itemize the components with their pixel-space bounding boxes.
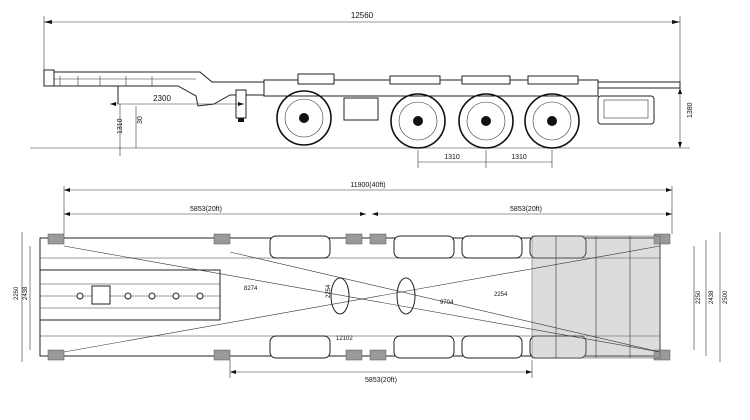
axle-mount-4 bbox=[527, 75, 579, 85]
axle-mount-3 bbox=[461, 75, 511, 85]
rear-width-1: 2250 bbox=[696, 290, 702, 304]
inner-label-2: 2254 bbox=[494, 292, 508, 298]
plan-overall-length: 11900(40ft) bbox=[350, 182, 385, 189]
wheel-3 bbox=[458, 93, 514, 149]
kingpin-plate bbox=[91, 285, 111, 305]
twistlock-rear-top bbox=[653, 233, 671, 245]
twistlock-mid1-top bbox=[213, 233, 231, 245]
oval-2 bbox=[396, 277, 416, 315]
twistlock-front-bottom bbox=[47, 349, 65, 361]
overall-length-dimension: 12560 bbox=[43, 11, 681, 84]
axle-mount-1 bbox=[297, 73, 335, 85]
twistlock-front-top bbox=[47, 233, 65, 245]
wheel-1 bbox=[276, 90, 332, 146]
plan-view: 11900(40ft) 5853(20ft) 5853(20ft) bbox=[14, 182, 729, 384]
twistlock-mid2-bottom bbox=[345, 349, 363, 361]
twistlock-mid3-bottom bbox=[369, 349, 387, 361]
plan-right-segment: 5853(20ft) bbox=[510, 206, 542, 213]
rear-width-2: 2438 bbox=[709, 290, 715, 304]
plan-wheels bbox=[269, 235, 587, 359]
axle-spacing-1: 1310 bbox=[444, 154, 460, 161]
diagonal-3 bbox=[229, 251, 661, 353]
front-width-1: 2250 bbox=[14, 286, 20, 300]
side-left-label: 1310 bbox=[117, 118, 124, 134]
diag-label-2: 9704 bbox=[440, 300, 454, 306]
diag-label-3: 12102 bbox=[336, 336, 353, 342]
diag-label-1: 8274 bbox=[244, 286, 258, 292]
front-segment-label: 2300 bbox=[153, 94, 171, 103]
front-bolster bbox=[43, 69, 55, 87]
axle-spacing-2: 1310 bbox=[511, 154, 527, 161]
oval-1 bbox=[330, 277, 350, 315]
side-view: 12560 2300 30 1310 bbox=[30, 11, 694, 168]
inner-label-1: 2254 bbox=[326, 284, 332, 298]
twistlock-mid2-top bbox=[345, 233, 363, 245]
twistlock-mid3-top bbox=[369, 233, 387, 245]
plan-bottom-segment: 5853(20ft) bbox=[365, 377, 397, 384]
rear-height-label: 1380 bbox=[687, 102, 694, 118]
twistlock-mid1-bottom bbox=[213, 349, 231, 361]
wheel-4 bbox=[524, 93, 580, 149]
wheel-2 bbox=[390, 93, 446, 149]
overall-length-label: 12560 bbox=[351, 11, 374, 20]
kingpin-height-label: 30 bbox=[137, 116, 144, 124]
twistlock-rear-bottom bbox=[653, 349, 671, 361]
diagonal-2 bbox=[63, 245, 661, 353]
front-width-2: 2438 bbox=[23, 286, 29, 300]
rear-bumper bbox=[597, 95, 655, 125]
toolbox bbox=[343, 97, 379, 121]
plan-left-segment: 5853(20ft) bbox=[190, 206, 222, 213]
rear-width-3: 2500 bbox=[723, 290, 729, 304]
axle-mount-2 bbox=[389, 75, 441, 85]
